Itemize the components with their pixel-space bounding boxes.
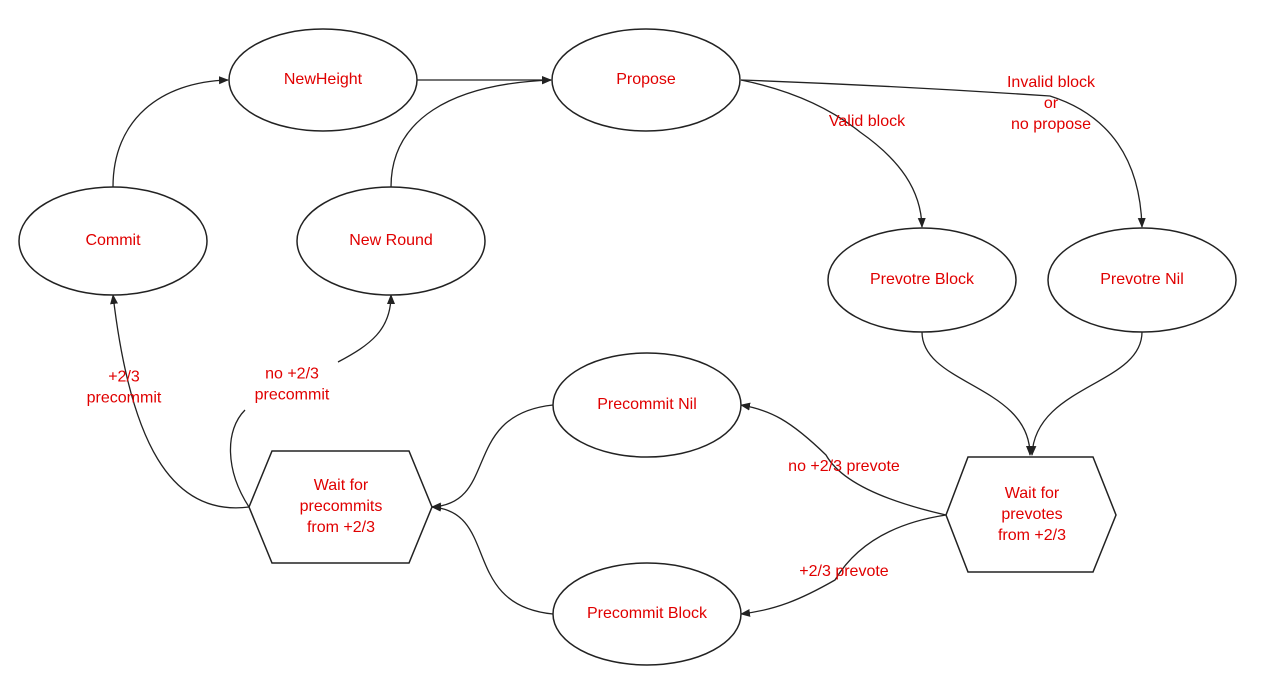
edge-prevote-nil-to-wait-prevotes — [1028, 331, 1143, 456]
edge-commit-to-newheight — [112, 76, 229, 188]
label-precommit-block: Precommit Block — [587, 605, 708, 622]
node-newheight-shape — [228, 28, 418, 132]
node-precommit-block-shape — [552, 562, 742, 666]
edge-precommit-nil-to-wait-precommits — [431, 404, 554, 511]
label-line: +2/3 — [108, 369, 140, 386]
label-wait-precommits: Wait for precommits from +2/3 — [300, 477, 383, 536]
node-prevote-nil-shape — [1047, 227, 1237, 333]
label-line: New Round — [349, 232, 433, 249]
label-line: no +2/3 — [265, 366, 319, 383]
label-line: from +2/3 — [998, 527, 1066, 544]
edge-newround-to-propose — [390, 76, 552, 188]
label-line: NewHeight — [284, 71, 363, 88]
label-line: precommit — [255, 387, 330, 404]
label-line: Precommit Block — [587, 605, 708, 622]
edge-label-no-plus-precommit: no +2/3 precommit — [255, 366, 330, 404]
label-line: no +2/3 prevote — [788, 458, 900, 475]
edge-propose-to-prevote-block — [740, 79, 926, 228]
label-line: Prevotre Block — [870, 271, 975, 288]
node-newround-shape — [296, 186, 486, 296]
node-commit-shape — [18, 186, 208, 296]
edge-precommit-block-to-wait-precommits — [431, 503, 554, 615]
edge-wait-precommits-to-newround — [229, 295, 391, 508]
label-wait-prevotes: Wait for prevotes from +2/3 — [998, 485, 1066, 544]
label-new-round: New Round — [349, 232, 433, 249]
node-wait-prevotes-shape — [945, 456, 1117, 573]
label-line: Precommit Nil — [597, 396, 697, 413]
label-line: Wait for — [314, 477, 369, 494]
edge-label-plus-prevote: +2/3 prevote — [799, 563, 889, 580]
label-prevote-nil: Prevotre Nil — [1100, 271, 1184, 288]
edge-label-invalid-block: Invalid block or no propose — [1007, 74, 1096, 133]
node-prevote-block-shape — [827, 227, 1017, 333]
label-propose: Propose — [616, 71, 676, 88]
edge-prevote-block-to-wait-prevotes — [921, 331, 1034, 456]
label-line: precommits — [300, 498, 383, 515]
edge-label-no-plus-prevote: no +2/3 prevote — [788, 458, 900, 475]
edge-wait-prevotes-to-precommit-block — [740, 514, 947, 617]
label-newheight: NewHeight — [284, 71, 363, 88]
node-precommit-nil-shape — [552, 352, 742, 458]
edge-wait-precommits-to-commit — [110, 294, 250, 509]
node-propose-shape — [551, 28, 741, 132]
label-line: Wait for — [1005, 485, 1060, 502]
label-line: Valid block — [829, 113, 906, 130]
label-precommit-nil: Precommit Nil — [597, 396, 697, 413]
label-line: +2/3 prevote — [799, 563, 889, 580]
label-line: no propose — [1011, 116, 1091, 133]
edge-wait-prevotes-to-precommit-nil — [740, 402, 947, 516]
label-prevote-block: Prevotre Block — [870, 271, 975, 288]
label-line: Invalid block — [1007, 74, 1096, 91]
label-commit: Commit — [85, 232, 141, 249]
label-line: from +2/3 — [307, 519, 375, 536]
edge-label-valid-block: Valid block — [829, 113, 906, 130]
edge-label-plus-precommit: +2/3 precommit — [87, 369, 162, 407]
label-line: Commit — [85, 232, 141, 249]
label-line: Prevotre Nil — [1100, 271, 1184, 288]
label-line: precommit — [87, 390, 162, 407]
node-wait-precommits-shape — [248, 450, 433, 564]
label-line: or — [1044, 95, 1059, 112]
label-line: Propose — [616, 71, 676, 88]
label-line: prevotes — [1001, 506, 1062, 523]
edge-propose-to-prevote-nil — [740, 79, 1146, 228]
